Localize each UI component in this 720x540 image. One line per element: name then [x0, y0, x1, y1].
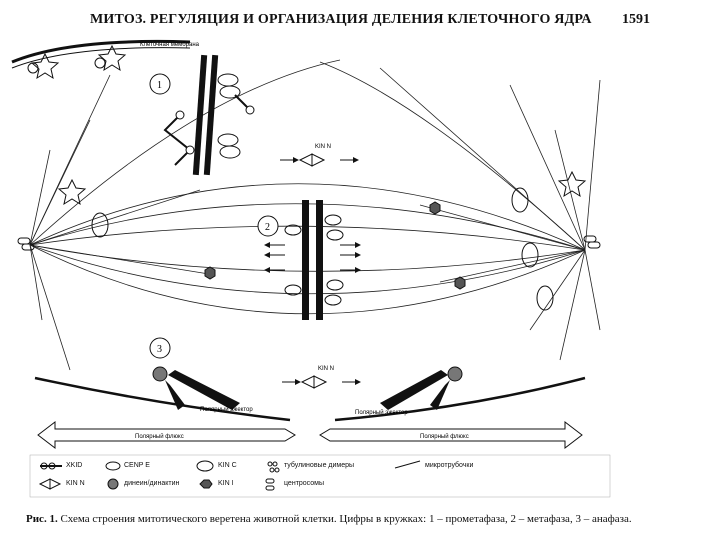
stage-marker-2: 2 [257, 215, 279, 237]
centrosome-icon [265, 478, 275, 491]
legend-label-kin-i: KIN I [218, 480, 234, 487]
legend-label-centrosome: центросомы [284, 480, 324, 487]
stage-marker-3: 3 [149, 337, 171, 359]
legend-label-xklp: XKID [66, 462, 83, 469]
legend-label-kin-n: KIN N [66, 480, 85, 487]
kin-i-icon [429, 201, 441, 215]
xklp-icon [40, 462, 62, 470]
stage-marker-1: 1 [149, 73, 171, 95]
figure-caption-text: Схема строения митотического веретена жи… [60, 513, 632, 525]
stage-marker-2-label: 2 [265, 222, 270, 233]
anaphase-chromosome-left [152, 366, 240, 410]
polar-flux-left-label: Полярный флюкс [135, 433, 184, 440]
tubulin-dimer-icon [267, 461, 280, 473]
page-header-title: МИТОЗ. РЕГУЛЯЦИЯ И ОРГАНИЗАЦИЯ ДЕЛЕНИЯ К… [90, 12, 592, 27]
metaphase-chromosome [264, 200, 361, 320]
right-centrosome [511, 170, 601, 311]
polar-flux-right-label: Полярный флюкс [420, 433, 469, 440]
kin-n-motor-bottom [282, 375, 361, 389]
kin-i-icon [454, 276, 466, 290]
polar-flux-arrow-left [37, 420, 296, 450]
polar-ejector-left-label: Полярный эжектор [200, 406, 253, 413]
kin-i-icon [204, 266, 216, 280]
microtubule-icon [394, 460, 421, 469]
legend-label-dynein: динеин/динактин [124, 480, 180, 487]
legend-label-tubulin: тубулиновые димеры [284, 462, 355, 469]
stage-marker-3-label: 3 [157, 344, 162, 355]
polar-flux-arrow-right [319, 420, 583, 450]
cell-cortex-left [34, 376, 291, 422]
stage-marker-1-label: 1 [157, 80, 162, 91]
figure-caption-prefix: Рис. 1. [26, 513, 58, 525]
legend-label-kin-c: KIN C [218, 462, 237, 469]
star-icon [94, 44, 127, 72]
cenp-e-icon [105, 461, 121, 471]
legend-label-cenp-e: CENP E [124, 462, 150, 469]
prometaphase-chromosome [163, 54, 255, 176]
polar-ejector-right-label: Полярный эжектор [355, 409, 408, 416]
cell-membrane [11, 39, 191, 69]
cell-membrane-label: Клеточная мембрана [140, 42, 200, 48]
kin-c-icon [196, 460, 214, 472]
kin-n-top-label: KIN N [315, 144, 331, 150]
anaphase-chromosome-right [380, 366, 463, 410]
spindle-microtubules [29, 59, 601, 371]
star-icon [27, 52, 60, 80]
left-centrosome [17, 178, 109, 251]
kin-n-bottom-label: KIN N [318, 366, 334, 372]
figure-caption: Рис. 1. Схема строения митотического вер… [26, 513, 696, 526]
dynein-icon [107, 478, 119, 490]
cell-cortex-right [334, 376, 586, 422]
page-number: 1591 [622, 12, 650, 27]
kin-n-motor-top [280, 153, 359, 167]
legend-label-microtubules: микротрубочки [425, 462, 474, 469]
kin-i-icon [199, 479, 213, 489]
kin-n-icon [38, 478, 62, 490]
legend-box [29, 454, 611, 498]
